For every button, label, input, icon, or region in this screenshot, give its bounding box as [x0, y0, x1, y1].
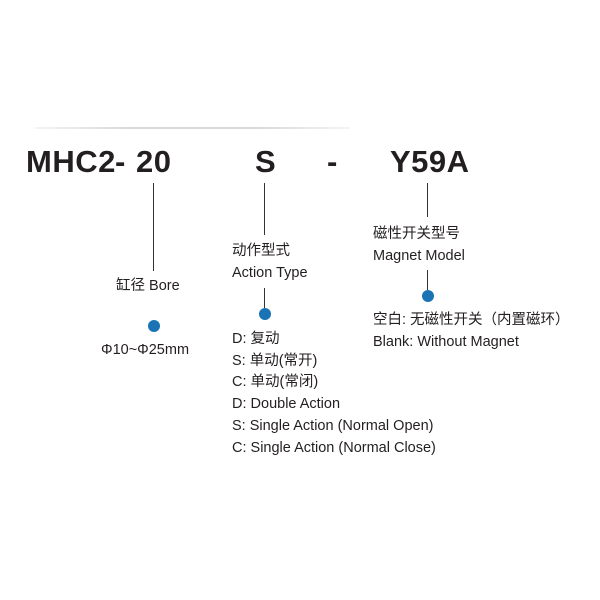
code-dash-1: - [115, 144, 126, 179]
magnet-blank-cn: 空白: 无磁性开关（内置磁环） [373, 312, 570, 328]
action-option: C: Single Action (Normal Close) [232, 439, 436, 456]
magnet-blank-en: Blank: Without Magnet [373, 334, 519, 350]
action-option: C: 单动(常闭) [232, 374, 319, 391]
action-option: D: Double Action [232, 396, 341, 413]
magnet-connector-line [427, 183, 428, 217]
action-options-list: D: 复动 S: 单动(常开) C: 单动(常闭) D: Double Acti… [232, 329, 436, 459]
bore-range: Φ10~Φ25mm [101, 342, 190, 358]
magnet-connector-line-lower [427, 270, 428, 290]
action-connector-line-lower [264, 288, 265, 308]
code-dash-2: - [327, 144, 338, 179]
action-option: S: 单动(常开) [232, 352, 318, 369]
bore-connector-line [153, 183, 154, 271]
action-marker-dot [259, 308, 271, 320]
code-action: S [255, 144, 277, 179]
action-connector-line [264, 183, 265, 235]
action-option: S: Single Action (Normal Open) [232, 417, 434, 434]
action-label-cn: 动作型式 [232, 243, 290, 259]
action-option: D: 复动 [232, 331, 280, 347]
code-bore: 20 [136, 144, 172, 179]
action-label-en: Action Type [232, 265, 308, 281]
top-divider [35, 127, 350, 129]
magnet-marker-dot [422, 290, 434, 302]
code-magnet: Y59A [390, 144, 470, 179]
code-prefix: MHC2 [26, 144, 116, 179]
magnet-label-cn: 磁性开关型号 [373, 226, 460, 242]
bore-marker-dot [148, 320, 160, 332]
bore-label: 缸径 Bore [116, 278, 180, 294]
magnet-label-en: Magnet Model [373, 248, 465, 264]
